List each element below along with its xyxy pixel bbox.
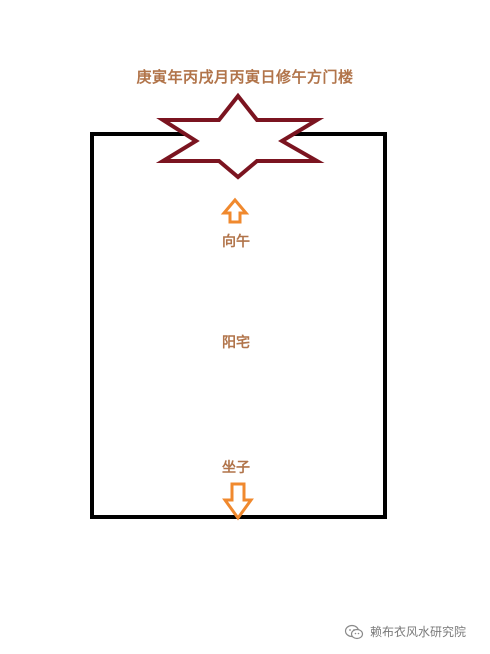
label-house: 阳宅 — [222, 335, 250, 351]
label-back-direction: 坐子 — [222, 460, 250, 476]
label-front-direction: 向午 — [222, 234, 250, 250]
watermark-text: 赖布衣风水研究院 — [370, 625, 467, 639]
watermark: 赖布衣风水研究院 — [344, 623, 466, 640]
gate-tower-star-icon — [155, 92, 325, 180]
diagram-title: 庚寅年丙戌月丙寅日修午方门楼 — [136, 68, 354, 86]
arrow-down-icon — [222, 482, 254, 521]
wechat-icon — [344, 624, 364, 639]
arrow-up-icon — [220, 197, 250, 224]
